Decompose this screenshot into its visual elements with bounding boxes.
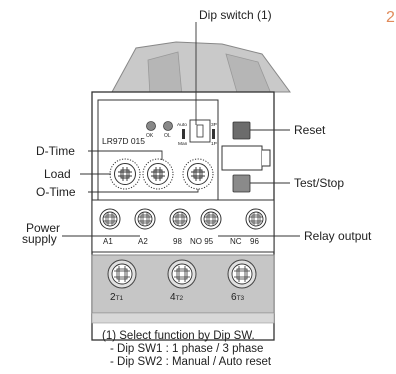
dip-switch-label: Dip switch (1): [199, 8, 272, 22]
side-window-tab: [262, 149, 271, 167]
terminal-nc-label: NC: [230, 237, 242, 246]
power-screw-3[interactable]: [227, 259, 257, 289]
dial-load[interactable]: [142, 158, 174, 190]
dial-o-time[interactable]: [182, 158, 214, 190]
dial-d-time[interactable]: [109, 158, 141, 190]
led-ok: [146, 121, 156, 131]
footnote-line-1: (1) Select function by Dip SW.: [102, 330, 255, 342]
dip-1p-label: 1P: [211, 141, 217, 147]
power-screw-1[interactable]: [107, 259, 137, 289]
terminal-screw-a1[interactable]: [99, 208, 121, 230]
load-label: Load: [44, 167, 71, 181]
corner-mark: 2: [386, 9, 395, 26]
relay-output-label: Relay output: [304, 229, 372, 243]
model-label: LR97D 015: [102, 136, 145, 146]
terminal-screw-95[interactable]: [200, 208, 222, 230]
dip-switch-2[interactable]: [196, 124, 204, 138]
led-ol-label: OL: [164, 133, 171, 139]
reset-label: Reset: [294, 123, 326, 137]
power-supply-label: Power supply: [22, 221, 63, 246]
terminal-a2-label: A2: [138, 237, 148, 246]
terminal-screw-a2[interactable]: [134, 208, 156, 230]
d-time-label: D-Time: [36, 144, 75, 158]
test-stop-label: Test/Stop: [294, 176, 344, 190]
dip-3p-label: 3P: [211, 122, 217, 128]
power-terminal-base: [91, 312, 275, 324]
power-terminal-6t3: 6T3: [231, 292, 245, 303]
test-stop-button[interactable]: [232, 174, 251, 193]
dip-man-label: Man: [178, 141, 188, 147]
side-window: [221, 145, 263, 171]
d-time-leader: [88, 150, 163, 160]
footnote-line-3: - Dip SW2 : Manual / Auto reset: [110, 356, 272, 368]
o-time-label: O-Time: [36, 185, 76, 199]
reset-button[interactable]: [232, 121, 251, 140]
terminal-screw-98[interactable]: [169, 208, 191, 230]
power-screw-2[interactable]: [167, 259, 197, 289]
terminal-no95-label: NO 95: [190, 237, 214, 246]
top-cover-slot: [147, 51, 183, 97]
power-terminal-2t1: 2T1: [110, 292, 124, 303]
power-terminal-4t2: 4T2: [170, 292, 184, 303]
footnote-line-2: - Dip SW1 : 1 phase / 3 phase: [110, 343, 264, 355]
terminal-screw-96[interactable]: [245, 208, 267, 230]
led-ol: [163, 121, 173, 131]
dip-switch-3[interactable]: [212, 129, 215, 139]
terminal-a1-label: A1: [103, 237, 113, 246]
dip-auto-label: Auto: [177, 122, 187, 128]
led-ok-label: OK: [146, 133, 154, 139]
terminal-96-label: 96: [250, 237, 259, 246]
terminal-98-label: 98: [173, 237, 182, 246]
dip-switch-1[interactable]: [182, 129, 185, 139]
o-time-leader: [88, 189, 199, 193]
